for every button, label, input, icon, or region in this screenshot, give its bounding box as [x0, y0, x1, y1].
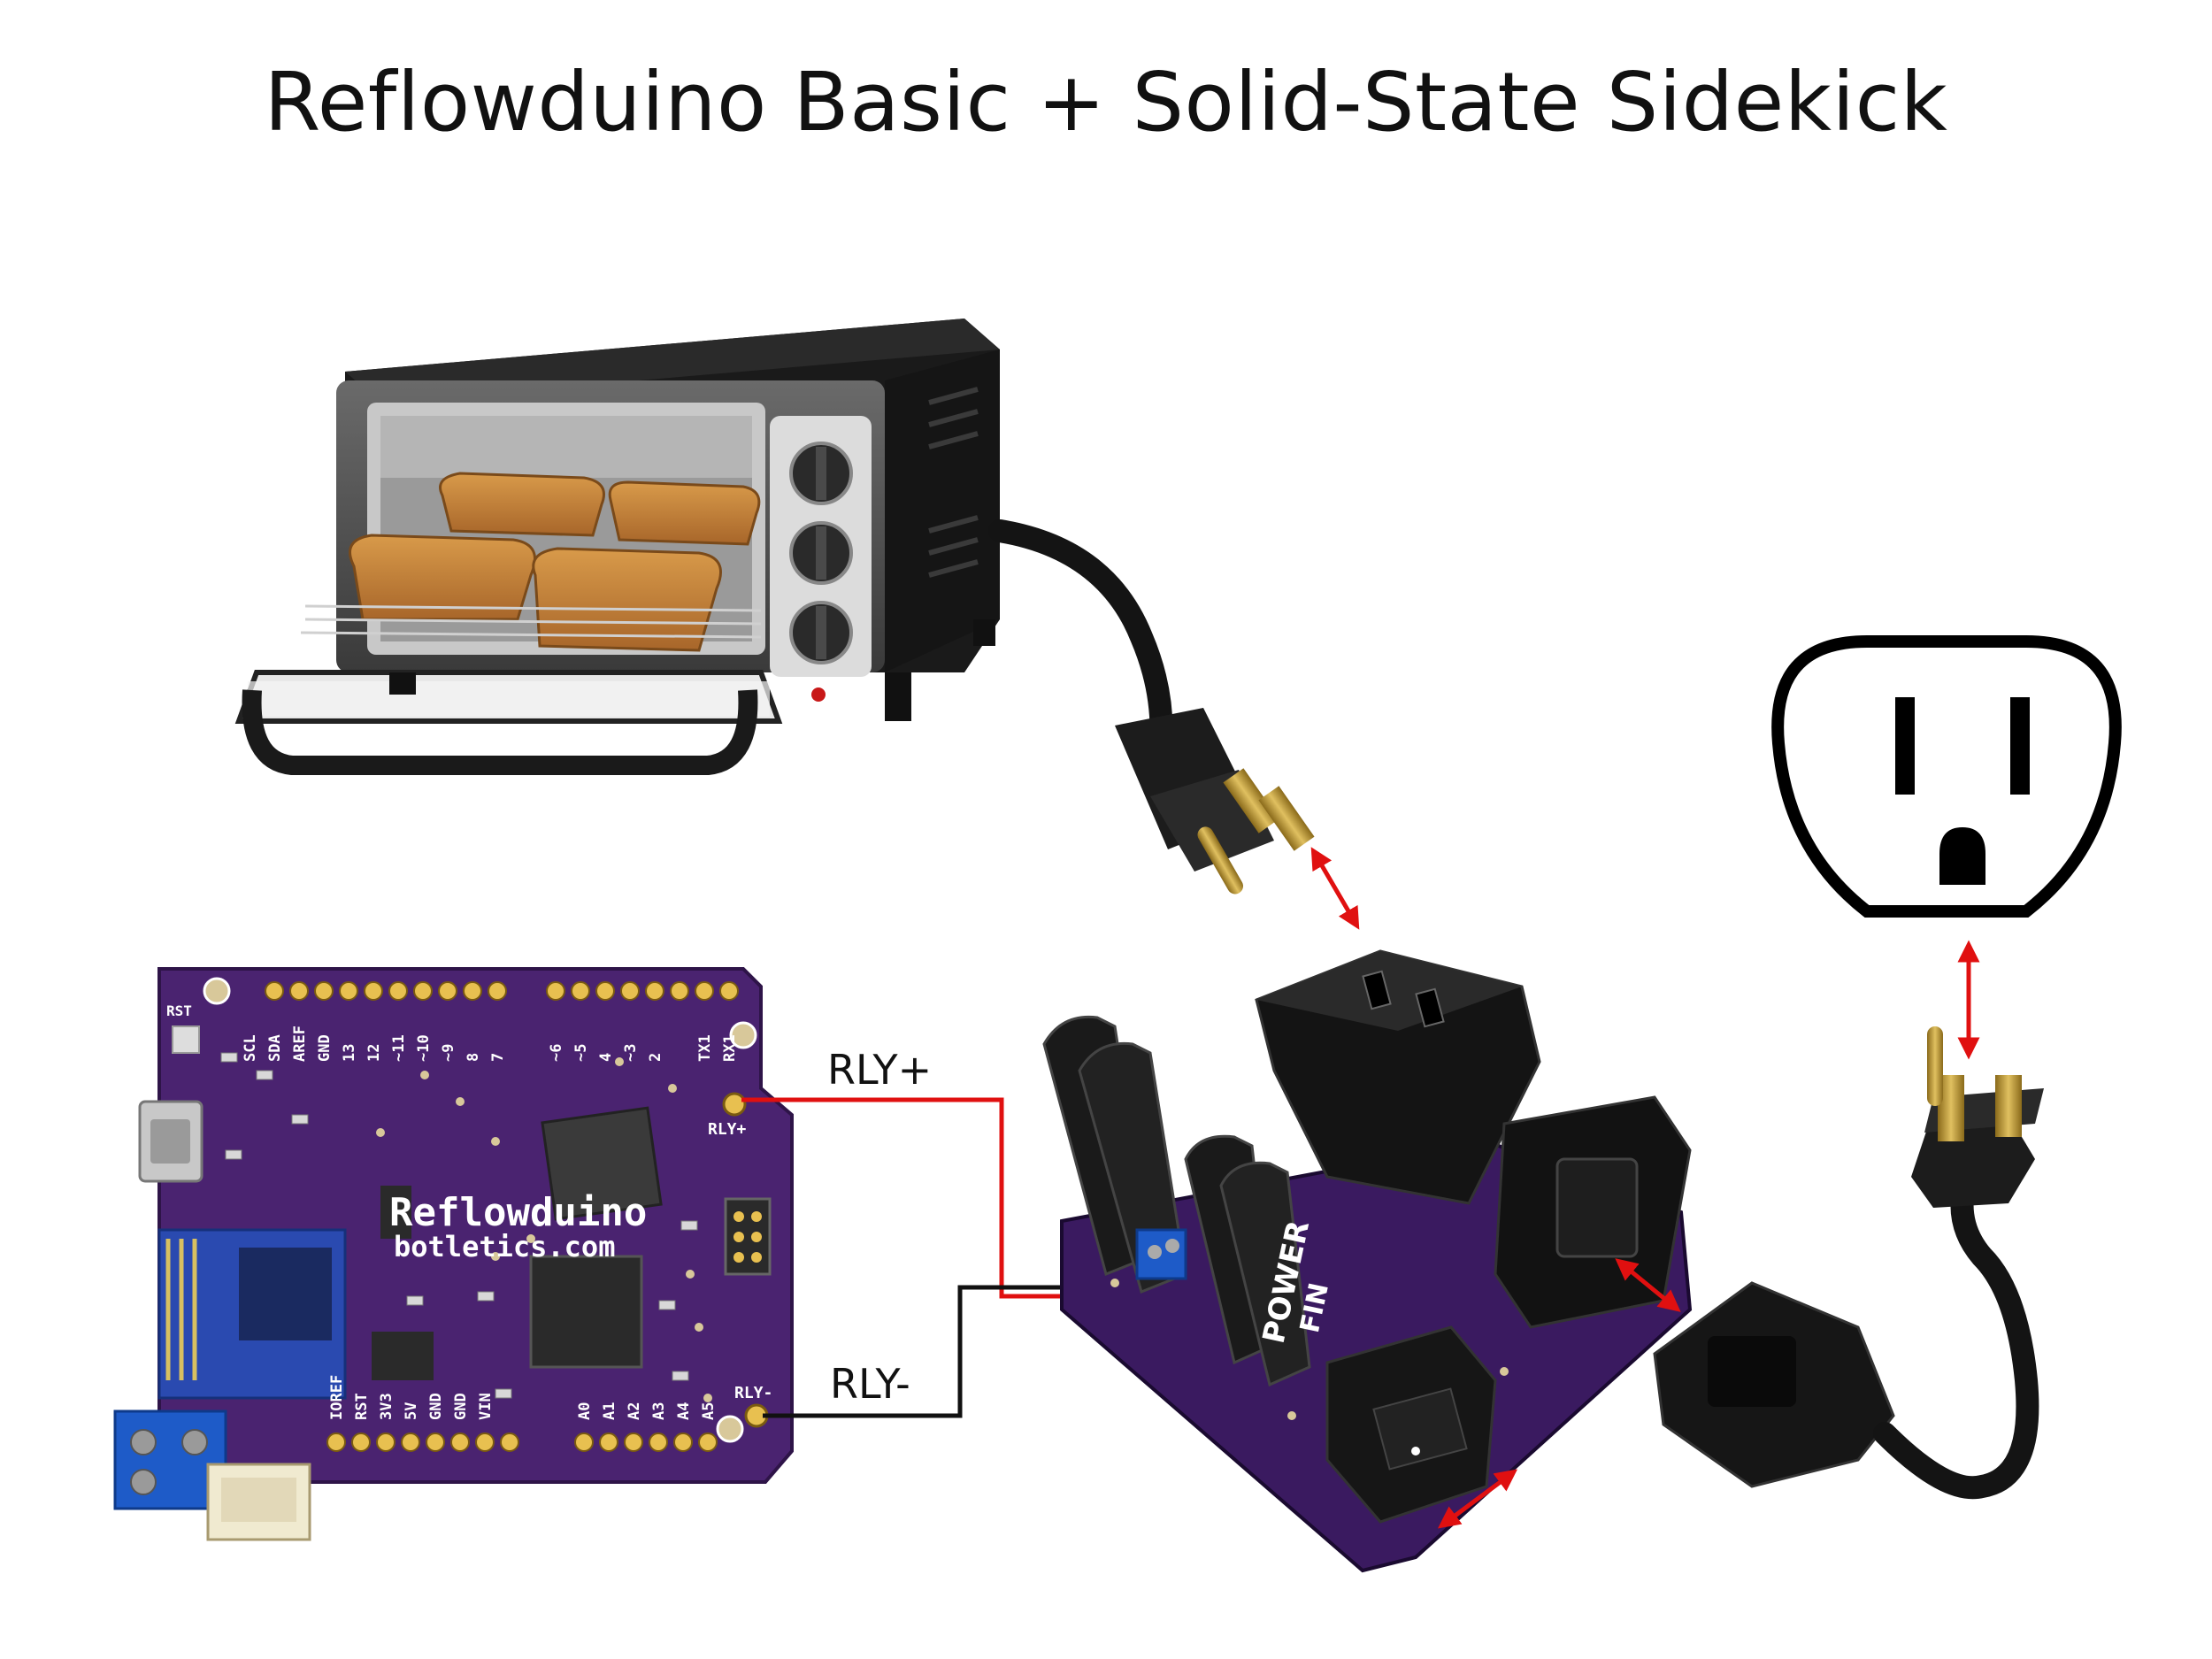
bottom-pin-label: A3	[650, 1402, 668, 1420]
reset-button	[172, 1025, 200, 1054]
bottom-pin-label: A2	[626, 1402, 643, 1420]
top-pin-label: RX1	[721, 1034, 739, 1062]
toast-slices	[349, 472, 761, 652]
top-pin-label: TX1	[696, 1034, 714, 1062]
top-pin-label: ~10	[415, 1034, 433, 1062]
rly-plus-pad	[722, 1092, 747, 1117]
top-pin-label: ~3	[622, 1044, 640, 1062]
top-pin-label: SDA	[266, 1034, 284, 1062]
arrow-inlet-to-iec	[1615, 1258, 1681, 1312]
solid-state-sidekick: POWER FIN	[1042, 949, 1693, 1573]
wall-outlet	[1771, 635, 2122, 918]
top-pin-label: 12	[365, 1044, 383, 1062]
board-site-label: botletics.com	[394, 1230, 615, 1263]
top-pin-label: ~6	[548, 1044, 565, 1062]
top-pin-label: ~9	[440, 1044, 457, 1062]
top-pin-label: 4	[597, 1053, 615, 1062]
page-title: Reflowduino Basic + Solid-State Sidekick	[264, 55, 1948, 150]
top-pin-label: 8	[465, 1053, 482, 1062]
bottom-pin-label: GND	[427, 1393, 445, 1420]
board-brand-label: Reflowduino	[389, 1190, 647, 1235]
rly-minus-label: RLY-	[830, 1360, 910, 1408]
oven-plug	[1115, 708, 1315, 895]
oven-knobs	[789, 442, 853, 702]
rly-plus-label: RLY+	[827, 1046, 932, 1094]
bottom-pin-label: 3V3	[378, 1393, 396, 1420]
thermocouple-chip	[541, 1106, 663, 1221]
arrow-switch	[1437, 1469, 1518, 1529]
rly-plus-pin-label: RLY+	[708, 1120, 747, 1139]
reflowduino-board: Reflowduino botletics.com RST RLY+ RLY- …	[113, 967, 794, 1541]
arrow-oven-plug-to-socket	[1310, 847, 1360, 930]
bottom-pin-label: RST	[353, 1393, 371, 1420]
bottom-pin-label: IOREF	[328, 1375, 346, 1420]
bottom-pin-label: GND	[452, 1393, 470, 1420]
top-header-pins	[265, 981, 739, 1001]
bottom-pin-label: A4	[675, 1402, 693, 1420]
top-pin-label: 2	[647, 1053, 664, 1062]
toaster-oven	[234, 319, 1173, 775]
top-pin-label: SCL	[242, 1034, 259, 1062]
top-pin-label: 13	[341, 1044, 358, 1062]
rly-minus-pin-label: RLY-	[734, 1384, 772, 1402]
bottom-pin-label: 5V	[403, 1402, 420, 1420]
microcontroller-chip	[529, 1255, 643, 1369]
top-pin-label: AREF	[291, 1025, 309, 1062]
bottom-pin-label: A5	[700, 1402, 718, 1420]
bottom-pin-label: VIN	[477, 1393, 495, 1420]
rst-pin-label: RST	[166, 1002, 192, 1019]
top-pin-label: ~11	[390, 1034, 408, 1062]
top-pin-label: 7	[489, 1053, 507, 1062]
iec-power-cord	[1653, 1026, 2044, 1500]
oven-door-handle	[242, 689, 758, 775]
connection-arrows	[1310, 847, 1980, 1529]
bottom-pin-label: A1	[601, 1402, 618, 1420]
top-pin-label: GND	[316, 1034, 334, 1062]
bottom-pin-label: A0	[576, 1402, 594, 1420]
top-pin-label: ~5	[572, 1044, 590, 1062]
bottom-header-pins	[326, 1432, 718, 1452]
bottom-pin-labels: IOREF RST 3V3 5V GND GND VIN A0 A1 A2 A3 A4 A5	[328, 1375, 718, 1420]
